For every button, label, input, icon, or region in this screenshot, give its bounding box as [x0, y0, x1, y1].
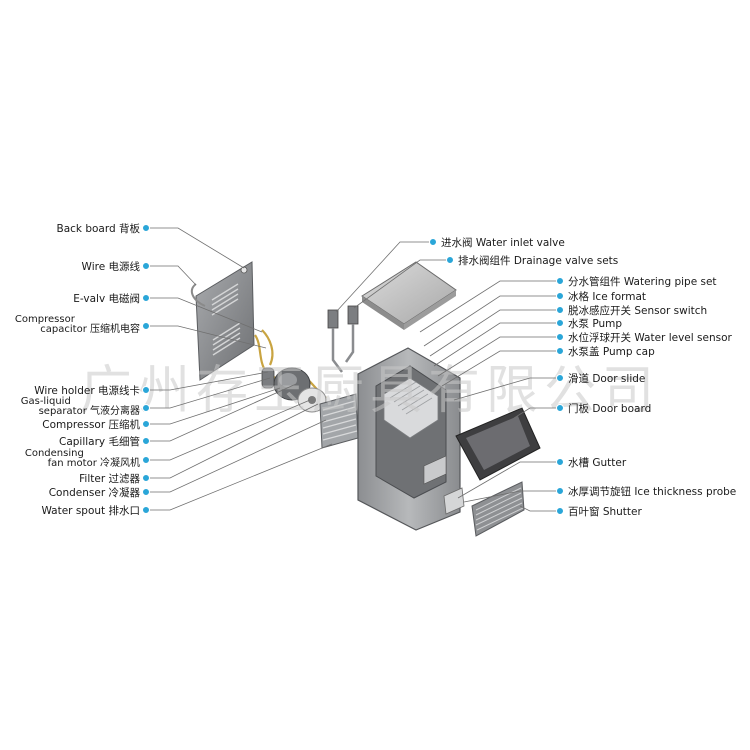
- power-wire: [190, 283, 206, 307]
- compressor: [261, 367, 311, 401]
- machine-illustration: [190, 261, 541, 537]
- label-condenser: Condenser 冷凝器: [49, 486, 141, 499]
- label-condensing-fan-motor: Condensing fan motor 冷凝风机: [25, 448, 140, 469]
- top-cover: [361, 261, 457, 330]
- label-pump-cap: 水泵盖 Pump cap: [568, 345, 655, 358]
- marker-shutter: [556, 507, 564, 515]
- cabinet: [357, 347, 461, 531]
- marker-ice-format: [556, 292, 564, 300]
- label-back-board: Back board 背板: [57, 222, 141, 235]
- marker-drainage-valve-sets: [446, 256, 454, 264]
- right-label-group: 进水阀 Water inlet valve 排水阀组件 Drainage val…: [441, 236, 736, 518]
- marker-wire-holder: [142, 386, 150, 394]
- label-compressor-capacitor: Compressor capacitor 压缩机电容: [15, 314, 140, 335]
- marker-watering-pipe-set: [556, 277, 564, 285]
- marker-ice-thickness-probe: [556, 487, 564, 495]
- marker-water-level-sensor: [556, 333, 564, 341]
- left-leaders: [142, 224, 333, 514]
- label-compressor: Compressor 压缩机: [42, 418, 140, 431]
- marker-condenser: [142, 488, 150, 496]
- door: [455, 407, 541, 481]
- marker-e-valve: [142, 294, 150, 302]
- marker-back-board: [142, 224, 150, 232]
- marker-gutter: [556, 458, 564, 466]
- marker-water-inlet-valve: [429, 238, 437, 246]
- marker-sensor-switch: [556, 306, 564, 314]
- label-water-inlet-valve: 进水阀 Water inlet valve: [441, 236, 565, 249]
- label-door-board: 门板 Door board: [568, 402, 651, 415]
- label-gas-liquid-separator: Gas-liquid separator 气液分离器: [21, 396, 140, 417]
- label-pump: 水泵 Pump: [568, 318, 622, 330]
- marker-gas-liquid-separator: [142, 404, 150, 412]
- label-ice-format: 冰格 Ice format: [568, 290, 646, 303]
- label-shutter: 百叶窗 Shutter: [568, 505, 643, 518]
- marker-pump: [556, 319, 564, 327]
- marker-wire: [142, 262, 150, 270]
- label-wire-holder: Wire holder 电源线卡: [34, 384, 140, 397]
- label-drainage-valve-sets: 排水阀组件 Drainage valve sets: [458, 254, 618, 267]
- marker-capillary: [142, 437, 150, 445]
- marker-door-slide: [556, 374, 564, 382]
- right-leaders: [335, 238, 564, 515]
- gutter: [443, 487, 465, 515]
- label-door-slide: 滑道 Door slide: [568, 372, 645, 385]
- marker-water-spout: [142, 506, 150, 514]
- label-sensor-switch: 脱冰感应开关 Sensor switch: [568, 304, 707, 317]
- label-capillary: Capillary 毛细管: [59, 435, 140, 448]
- marker-filter: [142, 474, 150, 482]
- marker-pump-cap: [556, 347, 564, 355]
- label-gutter: 水槽 Gutter: [568, 457, 627, 469]
- label-water-spout: Water spout 排水口: [41, 504, 140, 517]
- marker-condensing-fan-motor: [142, 456, 150, 464]
- back-board: [195, 261, 255, 381]
- label-wire: Wire 电源线: [82, 260, 141, 273]
- label-filter: Filter 过滤器: [79, 472, 140, 485]
- marker-compressor-capacitor: [142, 322, 150, 330]
- label-e-valve: E-valv 电磁阀: [73, 292, 140, 305]
- label-watering-pipe-set: 分水管组件 Watering pipe set: [568, 275, 717, 288]
- condensing-fan: [297, 387, 327, 413]
- marker-compressor: [142, 420, 150, 428]
- label-ice-thickness-probe: 冰厚调节旋钮 Ice thickness probe: [568, 485, 736, 498]
- water-inlet-assembly: [327, 305, 359, 373]
- label-water-level-sensor: 水位浮球开关 Water level sensor: [568, 331, 732, 344]
- left-label-group: Back board 背板 Wire 电源线 E-valv 电磁阀 Compre…: [15, 222, 141, 517]
- shutter: [471, 481, 525, 537]
- marker-door-board: [556, 404, 564, 412]
